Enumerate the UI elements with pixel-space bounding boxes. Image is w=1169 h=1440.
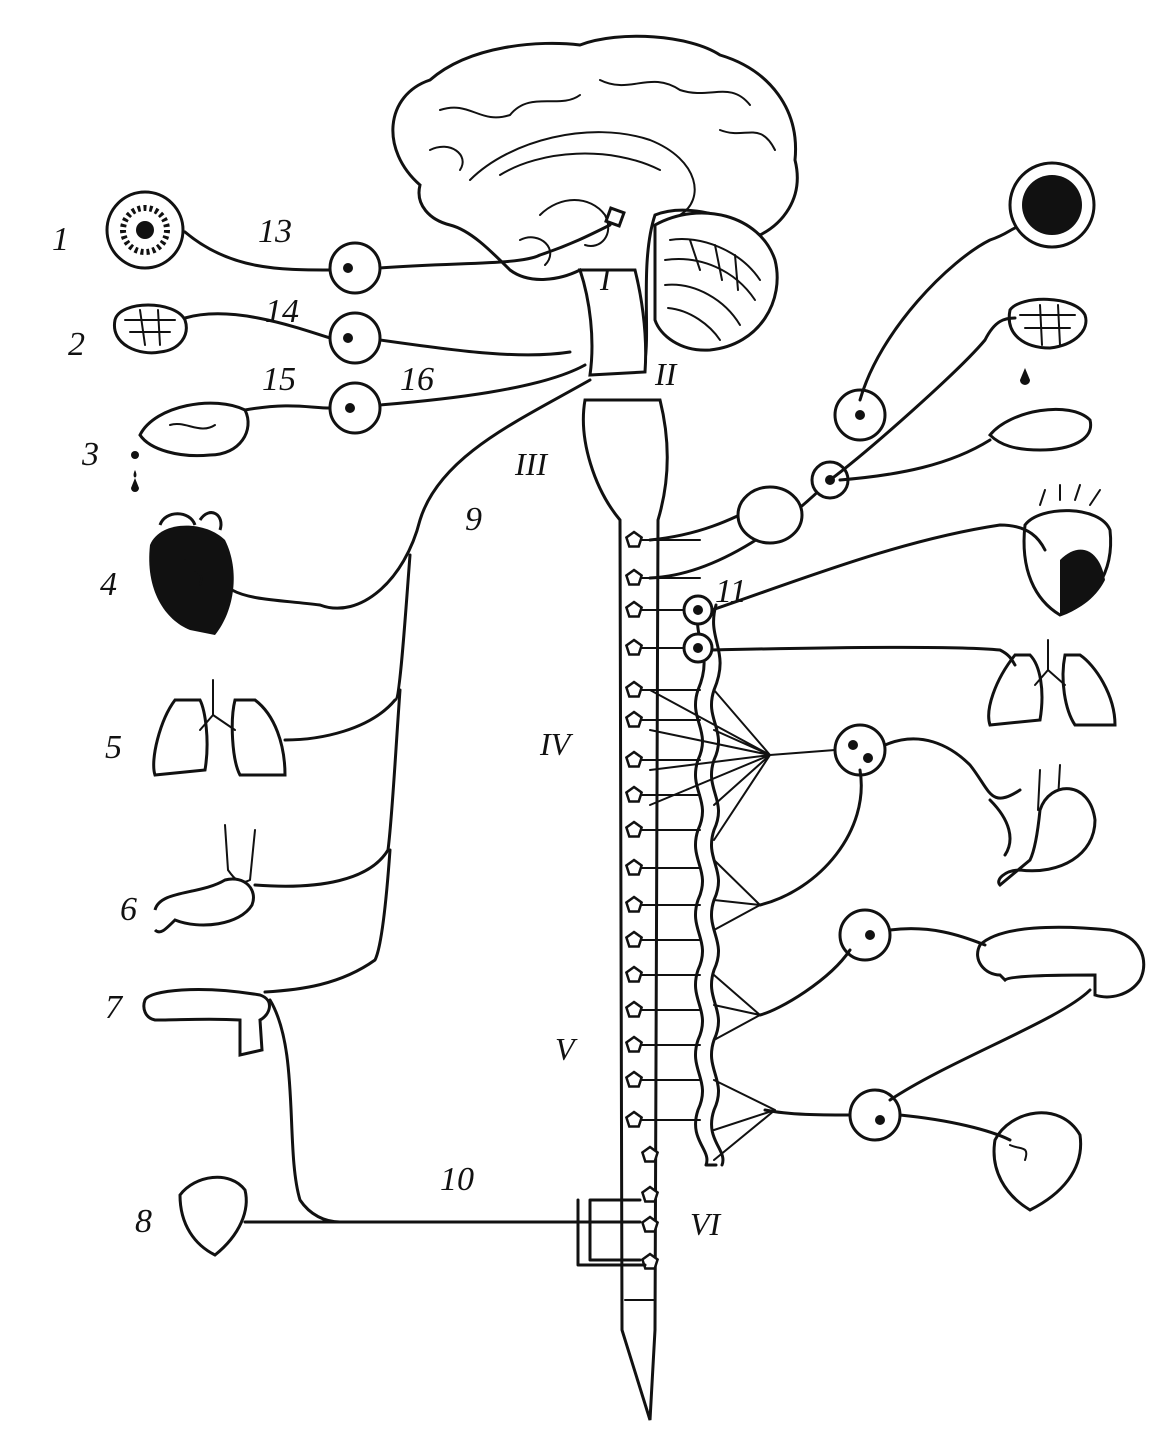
spinal-neuron <box>624 965 644 983</box>
label-IV: IV <box>539 726 574 762</box>
label-II: II <box>654 356 678 392</box>
salivary-gland-left <box>131 401 250 492</box>
celiac-ganglion <box>833 723 887 777</box>
label-11: 11 <box>715 573 746 610</box>
spinal-neuron <box>624 1000 644 1018</box>
bladder-left <box>178 1175 248 1257</box>
label-V: V <box>555 1031 578 1067</box>
lacrimal-gland-left <box>113 303 188 355</box>
intestine-right <box>976 925 1146 999</box>
label-5: 5 <box>105 729 122 766</box>
label-6: 6 <box>120 891 137 928</box>
spinal-neuron <box>624 638 644 656</box>
label-16: 16 <box>400 361 434 398</box>
spinal-neuron <box>624 895 644 913</box>
spinal-neuron <box>624 1070 644 1088</box>
bladder-right <box>992 1111 1083 1212</box>
ciliary-ganglion <box>328 241 382 295</box>
label-14: 14 <box>265 293 299 330</box>
lungs-right <box>987 639 1117 727</box>
organ-labels: 1 2 3 4 5 6 7 8 <box>52 221 152 1240</box>
label-15: 15 <box>262 361 296 398</box>
lacrimal-gland-right <box>1007 297 1088 385</box>
label-13: 13 <box>258 213 292 250</box>
spinal-neuron <box>624 1110 644 1128</box>
spinal-neuron <box>624 568 644 586</box>
spinal-neuron <box>624 930 644 948</box>
label-VI: VI <box>690 1206 722 1242</box>
spinal-cord <box>581 398 669 1421</box>
brain <box>391 34 799 377</box>
region-labels: I II III IV V VI <box>514 261 722 1242</box>
spinal-neuron <box>624 1035 644 1053</box>
eye-right <box>1008 161 1096 249</box>
spinal-neuron <box>640 1185 660 1203</box>
spinal-neuron <box>624 680 644 698</box>
spinal-neuron <box>624 710 644 728</box>
intestine-left <box>142 988 271 1057</box>
cranial-parasympathetic-nerves <box>183 223 647 1267</box>
spinal-neuron <box>624 820 644 838</box>
spinal-neuron <box>640 1145 660 1163</box>
spinal-neuron <box>624 785 644 803</box>
nerve-labels: 9 10 11 13 14 15 16 <box>258 213 746 1198</box>
label-10: 10 <box>440 1161 474 1198</box>
stomach-right <box>997 764 1097 888</box>
label-8: 8 <box>135 1203 152 1240</box>
heart-left <box>149 511 234 635</box>
stomach-left <box>153 824 256 934</box>
sympathetic-chain <box>648 226 1092 1167</box>
lungs-left <box>152 679 287 777</box>
label-III: III <box>514 446 548 482</box>
spinal-neuron <box>624 530 644 548</box>
label-I: I <box>599 261 612 297</box>
label-4: 4 <box>100 566 117 603</box>
spinal-neuron <box>624 600 644 618</box>
label-2: 2 <box>68 326 85 363</box>
pterygopalatine-ganglion <box>328 311 382 365</box>
label-9: 9 <box>465 501 482 538</box>
spinal-neuron <box>624 858 644 876</box>
spinal-neuron <box>624 750 644 768</box>
eye-left <box>105 190 185 270</box>
salivary-gland-right <box>987 407 1093 452</box>
spinal-neuron <box>640 1215 660 1233</box>
heart-right <box>1022 484 1113 617</box>
superior-cervical-ganglion <box>736 485 804 545</box>
label-3: 3 <box>81 436 99 473</box>
label-7: 7 <box>105 989 124 1026</box>
label-1: 1 <box>52 221 69 258</box>
